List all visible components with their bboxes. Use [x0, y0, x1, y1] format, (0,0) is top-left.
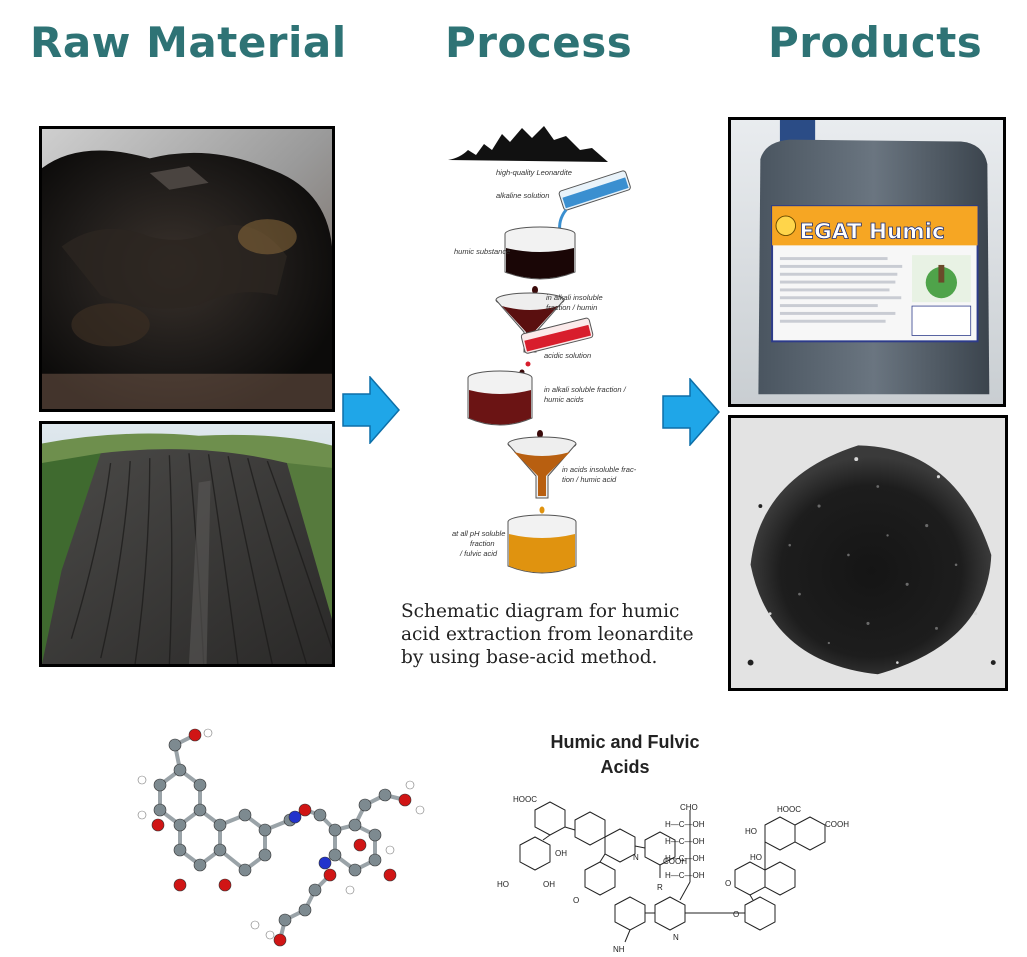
chemistry-title-line1: Humic and Fulvic — [550, 732, 700, 752]
group-cooh-mid: COOH — [663, 857, 687, 866]
label-acids-insoluble-1: in acids insoluble frac- — [562, 465, 637, 474]
label-acids-insoluble-2: tion / humic acid — [562, 475, 617, 484]
label-fulvic-2: fraction — [470, 539, 495, 548]
chemistry-title: Humic and Fulvic Acids — [545, 730, 705, 780]
group-o-3: O — [733, 910, 739, 919]
group-r: R — [657, 883, 663, 892]
group-hcoh-2: H—C—OH — [665, 837, 705, 846]
group-oh-1: OH — [555, 849, 567, 858]
label-leonardite: high-quality Leonardite — [496, 168, 572, 177]
label-soluble-1: in alkali soluble fraction / — [544, 385, 627, 394]
label-acidic: acidic solution — [544, 351, 591, 360]
humic-granules-photo — [728, 415, 1008, 691]
label-insoluble-1: in alkali insoluble — [546, 293, 603, 302]
molecule-3d-model — [137, 728, 425, 947]
bottle-label-text: EGAT Humic — [799, 219, 944, 244]
group-hcoh-4: H—C—OH — [665, 871, 705, 880]
arrow-right-icon — [662, 378, 720, 446]
beaker-humic-acids-icon — [467, 370, 533, 426]
group-cho: CHO — [680, 803, 698, 812]
group-nh: NH — [613, 945, 625, 954]
label-fulvic-3: / fulvic acid — [459, 549, 498, 558]
humic-fulvic-structure: HOOC OH HO OH N COOH R CHO H—C—OH H—C—OH… — [497, 795, 849, 954]
funnel-humic-acid-icon — [507, 436, 577, 499]
group-hcoh-1: H—C—OH — [665, 820, 705, 829]
beaker-humic-substance-icon — [504, 226, 576, 280]
raw-material-heading: Raw Material — [30, 18, 347, 67]
group-n-1: N — [633, 853, 639, 862]
beaker-fulvic-acid-icon — [507, 514, 577, 574]
alkaline-cylinder-icon — [558, 170, 631, 211]
products-heading: Products — [768, 18, 983, 67]
acidic-cylinder-icon — [520, 317, 594, 354]
leonardite-rock-photo — [39, 126, 335, 412]
egat-humic-bottle-photo: EGAT Humic — [728, 117, 1006, 407]
group-ho-2: HO — [745, 827, 757, 836]
group-ho-3: HO — [750, 853, 762, 862]
group-cooh-right: COOH — [825, 820, 849, 829]
process-caption: Schematic diagram for humic acid extract… — [401, 601, 694, 668]
label-alkaline: alkaline solution — [496, 191, 549, 200]
arrow-right-icon — [342, 376, 400, 444]
label-insoluble-2: fraction / humin — [546, 303, 597, 312]
funnel-humin-icon — [495, 292, 565, 353]
group-n-2: N — [673, 933, 679, 942]
group-hooc-left: HOOC — [513, 795, 537, 804]
label-soluble-2: humic acids — [544, 395, 584, 404]
extraction-schematic: high-quality Leonardite alkaline solutio… — [448, 126, 637, 574]
leonardite-mine-photo — [39, 421, 335, 667]
group-o-2: O — [725, 879, 731, 888]
leonardite-icon — [448, 126, 608, 162]
label-humic-substance: humic substance — [454, 247, 510, 256]
chemistry-title-line2: Acids — [600, 757, 650, 777]
group-oh-2: OH — [543, 880, 555, 889]
group-hooc-right: HOOC — [777, 805, 801, 814]
group-ho-1: HO — [497, 880, 509, 889]
group-hcoh-3: H—C—OH — [665, 854, 705, 863]
group-o-1: O — [573, 896, 579, 905]
label-fulvic-1: at all pH soluble — [452, 529, 505, 538]
process-heading: Process — [445, 18, 633, 67]
